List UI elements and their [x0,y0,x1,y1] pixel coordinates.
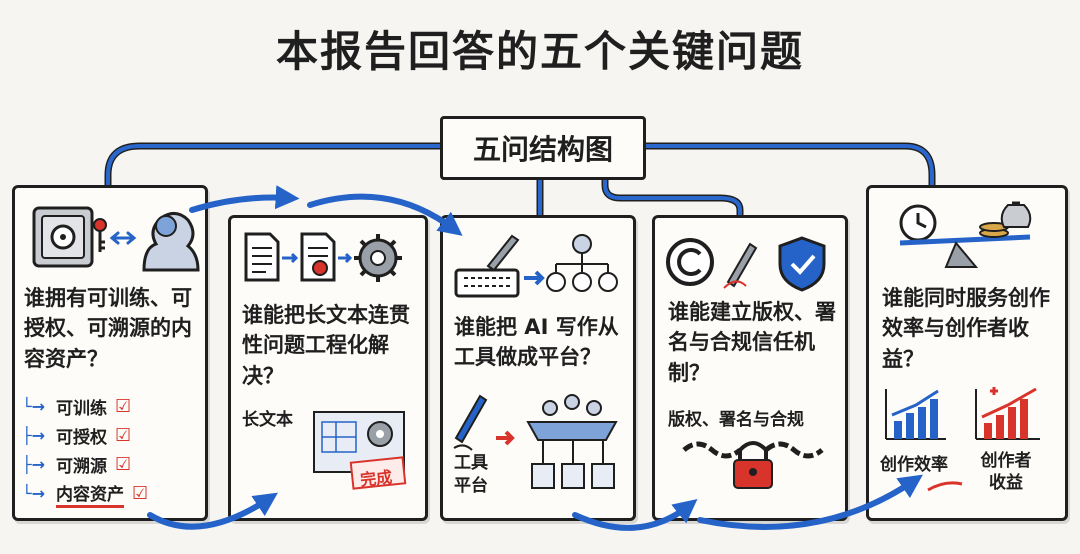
copyright-signature-shield-icon [666,236,826,292]
chain-lock-icon [682,441,824,489]
list-item: ├→ 可授权 ☑ [22,421,148,450]
card-3-question: 谁能把 AI 写作从工具做成平台？ [454,315,619,370]
card-5-question: 谁能同时服务创作效率与创作者收益？ [882,286,1050,371]
card-1-question: 谁拥有可训练、可授权、可溯源的内容资产？ [24,286,192,371]
card-5-label-right: 创作者收益 [980,451,1032,494]
checkbox-checked-icon: ☑ [115,425,132,446]
pen-platform-icon [453,394,618,489]
list-item: └→ 内容资产 ☑ [22,479,148,508]
card-3-label: 工具平台 [454,453,488,496]
list-item: └→ 可训练 ☑ [22,392,148,421]
list-item-label: 可训练 [56,399,107,419]
checkbox-checked-icon: ☑ [115,454,132,475]
keyboard-pen-network-icon [454,234,618,298]
list-item-label: 内容资产 [56,480,124,508]
page-title: 本报告回答的五个关键问题 [275,27,804,76]
arrow-right-icon: ├→ [22,455,46,474]
list-item-label: 可授权 [56,428,107,448]
card-5-label-left: 创作效率 [880,455,948,475]
arrow-right-icon: ├→ [22,426,46,445]
blueprint-icon [313,411,407,490]
card-2-question: 谁能把长文本连贯性问题工程化解决？ [242,303,410,388]
card-4-label: 版权、署名与合规 [668,410,804,430]
checkbox-checked-icon: ☑ [132,483,149,504]
growth-charts-icon [885,387,1040,440]
stamp-label: 完成 [359,467,394,490]
card-2-label: 长文本 [242,410,293,430]
card-4-question: 谁能建立版权、署名与合规信任机制？ [668,300,836,385]
checkbox-checked-icon: ☑ [115,396,132,417]
list-item-label: 可溯源 [56,457,107,477]
arrow-right-icon: └→ [22,484,46,503]
documents-gear-icon [244,232,402,282]
clock-scale-money-icon [899,201,1032,268]
center-label: 五问结构图 [440,116,646,180]
arrow-right-icon: └→ [22,397,46,416]
safe-key-brain-icon [32,206,200,272]
card-1-checklist: └→ 可训练 ☑ ├→ 可授权 ☑ ├→ 可溯源 ☑ └→ 内容资产 ☑ [22,392,148,508]
list-item: ├→ 可溯源 ☑ [22,450,148,479]
